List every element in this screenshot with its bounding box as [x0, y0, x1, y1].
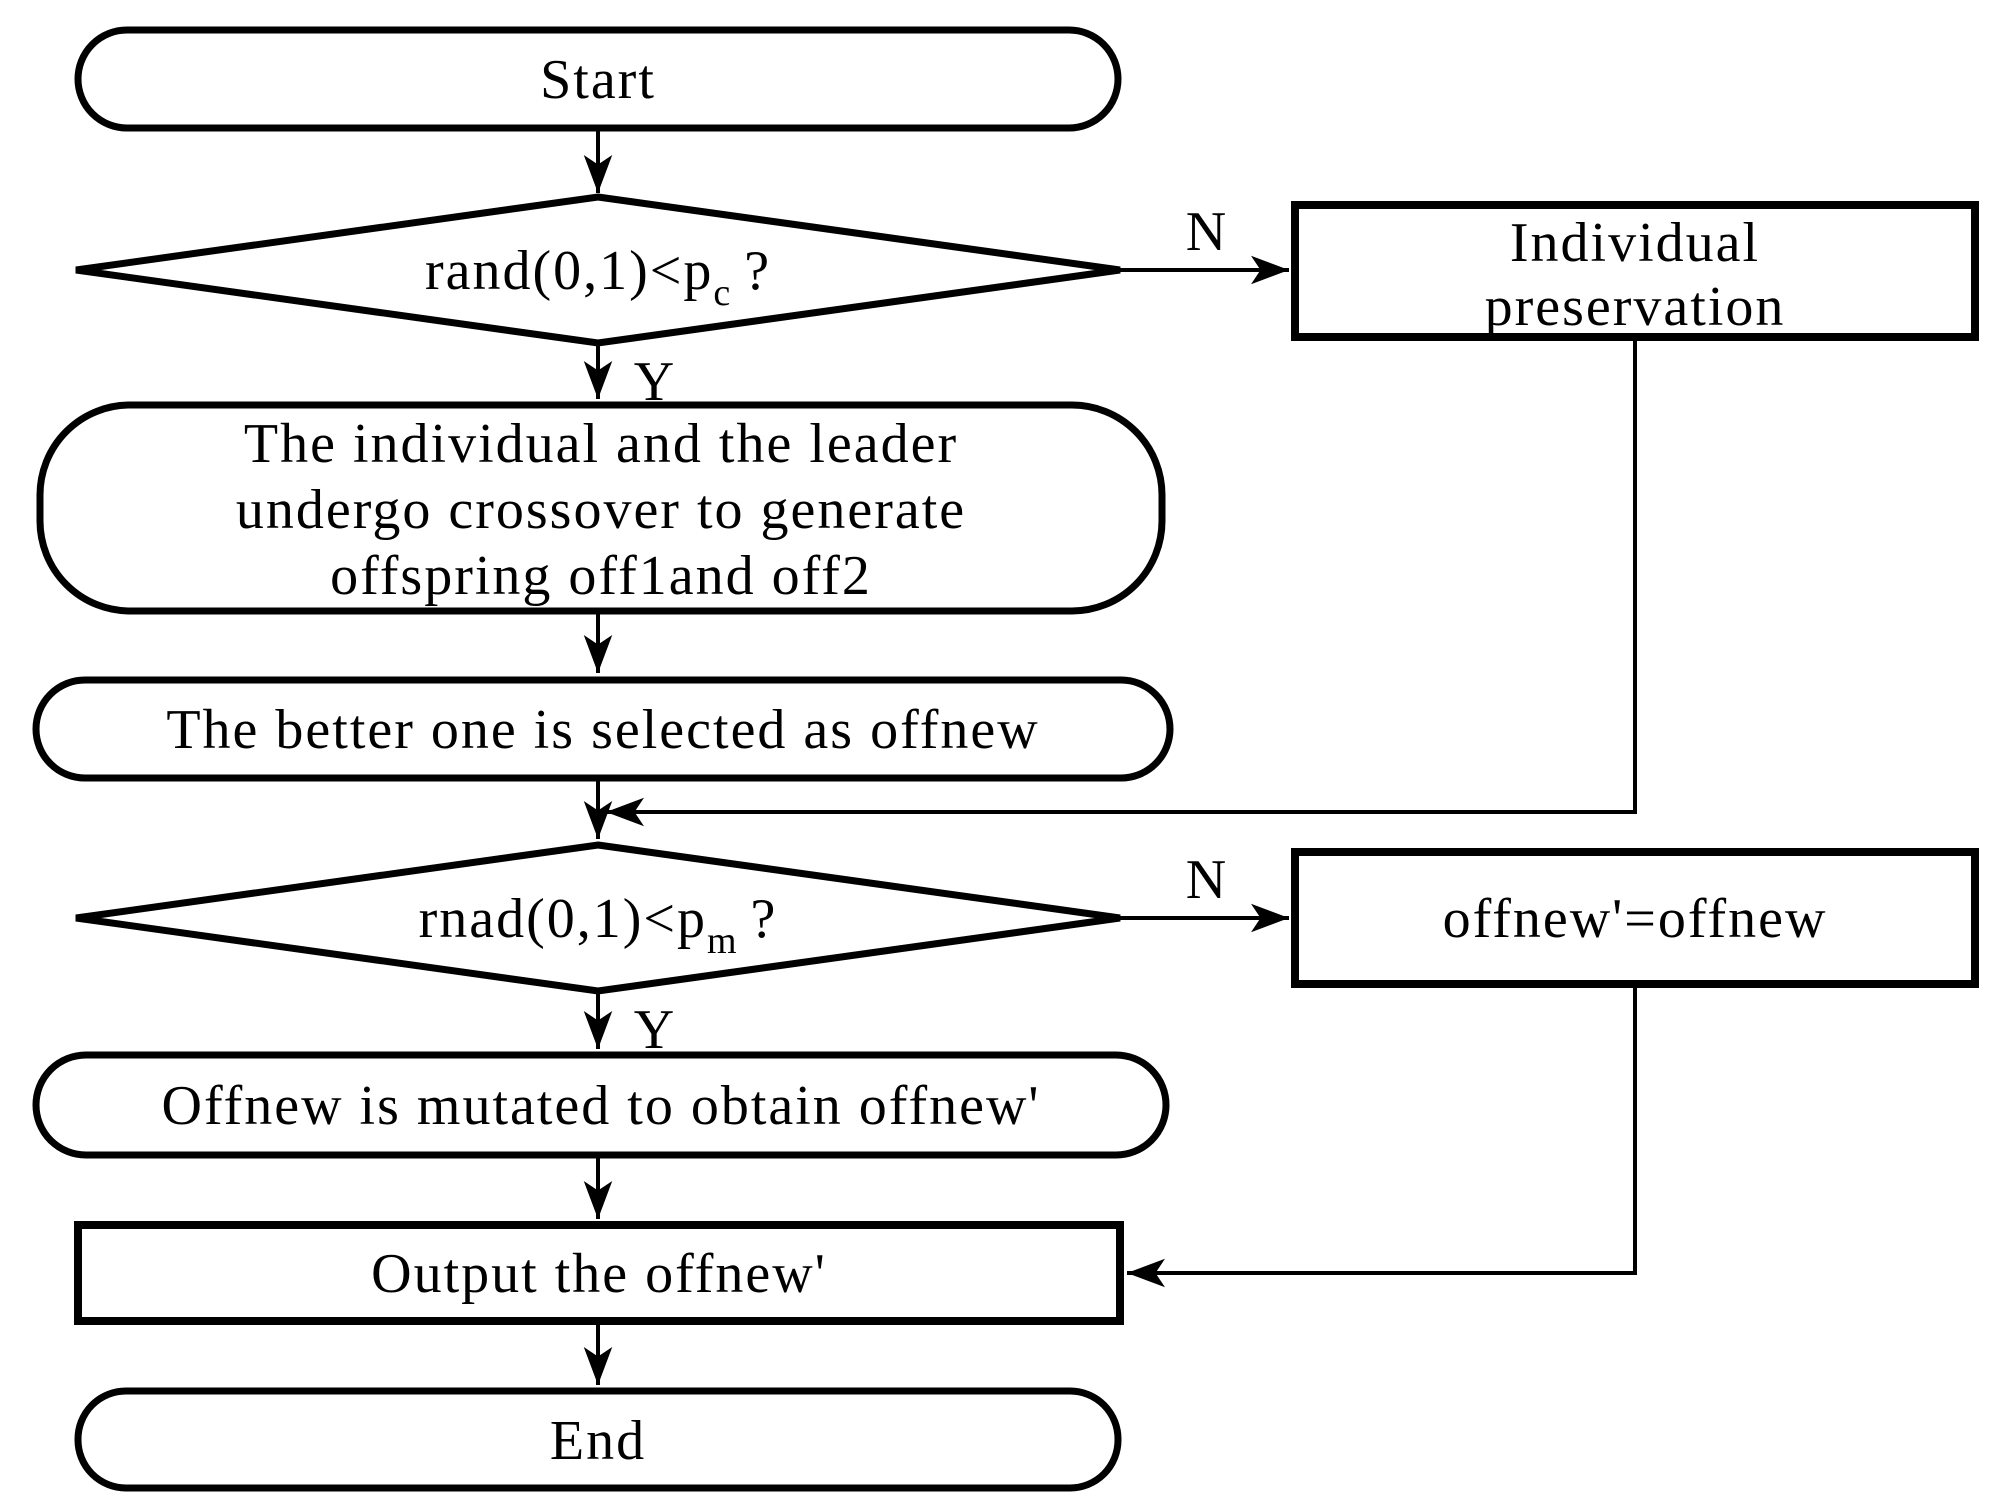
edge-offnew-assign-merge — [1127, 984, 1637, 1288]
offnew-assign-node — [1291, 848, 1979, 988]
start-label: Start — [540, 49, 656, 111]
edge-preservation-merge — [606, 337, 1637, 827]
individual-preservation-node — [1291, 201, 1979, 341]
label-decision2-no: N — [1186, 849, 1228, 911]
individual-preservation-line-2: preservation — [1485, 276, 1786, 338]
select-better-label: The better one is selected as offnew — [166, 699, 1039, 761]
output-label: Output the offnew' — [371, 1243, 827, 1305]
decision-crossover-suffix: ? — [744, 240, 771, 302]
output-node — [74, 1221, 1124, 1325]
crossover-line-3: offspring off1and off2 — [330, 545, 872, 607]
label-decision1-no: N — [1186, 201, 1228, 263]
label-decision1-yes: Y — [634, 351, 676, 413]
decision-crossover-subscript: c — [713, 272, 732, 314]
end-label: End — [550, 1410, 646, 1472]
decision-mutation-suffix: ? — [751, 888, 778, 950]
individual-preservation-line-1: Individual — [1510, 212, 1760, 274]
decision-mutation-label: rnad(0,1)<pm? — [419, 888, 778, 962]
crossover-node — [36, 401, 1166, 615]
mutate-node — [32, 1051, 1170, 1159]
mutate-label: Offnew is mutated to obtain offnew' — [162, 1075, 1041, 1137]
decision-crossover-node — [75, 193, 1121, 347]
end-node — [74, 1387, 1122, 1492]
start-node — [74, 26, 1122, 132]
crossover-line-2: undergo crossover to generate — [236, 479, 966, 541]
decision-mutation-node — [75, 841, 1121, 995]
decision-crossover-label: rand(0,1)<pc? — [425, 240, 771, 314]
label-decision2-yes: Y — [634, 999, 676, 1061]
decision-mutation-subscript: m — [707, 920, 739, 962]
crossover-line-1: The individual and the leader — [244, 413, 958, 475]
offnew-assign-label: offnew'=offnew — [1443, 888, 1828, 950]
decision-mutation-main: rnad(0,1)<p — [419, 888, 707, 950]
select-better-node — [32, 676, 1174, 782]
decision-crossover-main: rand(0,1)<p — [425, 240, 713, 302]
